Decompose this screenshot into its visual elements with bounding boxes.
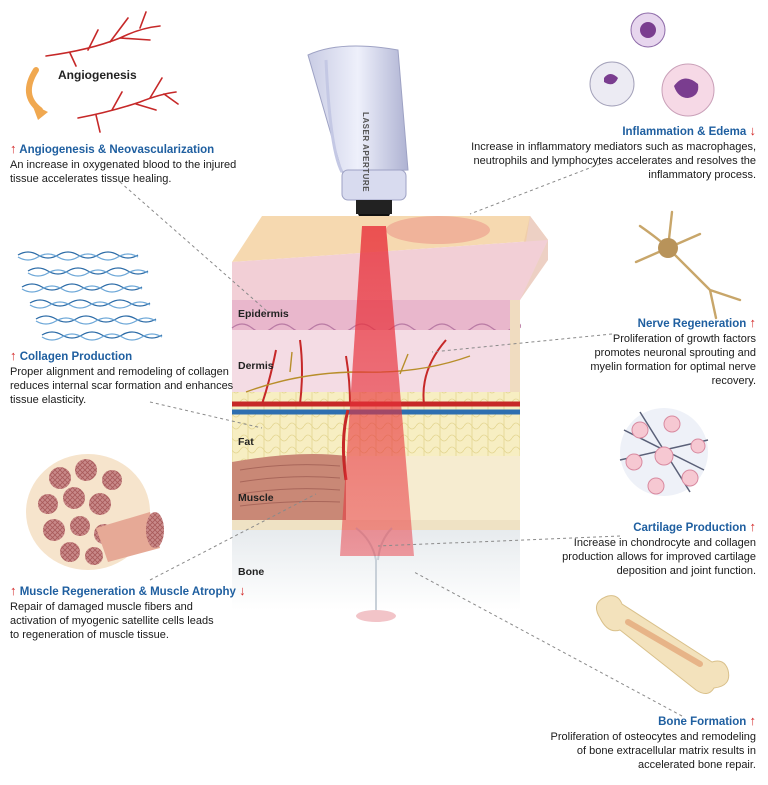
bone-icon: [595, 595, 730, 694]
effect-title: Nerve Regeneration: [637, 318, 747, 330]
effect-cartilage: Cartilage Production ↑ Increase in chond…: [560, 520, 756, 578]
effect-description: Increase in chondrocyte and collagen pro…: [562, 537, 756, 577]
up-arrow-icon: ↑: [749, 519, 757, 534]
up-arrow-icon: ↑: [10, 141, 17, 156]
effect-title: Collagen Production: [19, 351, 133, 363]
effect-nerve: Nerve Regeneration ↑ Proliferation of gr…: [572, 316, 756, 388]
layer-label-bone: Bone: [238, 566, 265, 578]
effect-title: Angiogenesis & Neovascularization: [19, 144, 215, 156]
effect-inflammation: Inflammation & Edema ↓ Increase in infla…: [468, 124, 756, 182]
laser-beam: [340, 226, 414, 556]
laser-device-icon: [307, 45, 409, 226]
effect-description: Repair of damaged muscle fibers and acti…: [10, 601, 214, 641]
layer-label-dermis: Dermis: [238, 360, 274, 372]
angiogenesis-cycle-arrow-icon: [26, 67, 43, 113]
leader-lines: [119, 163, 683, 717]
layer-label-fat: Fat: [238, 436, 254, 448]
up-arrow-icon: ↑: [10, 583, 17, 598]
device-label: LASER APERTURE: [361, 112, 370, 193]
collagen-fibers-icon: [17, 251, 163, 341]
effect-title: Inflammation & Edema: [622, 126, 747, 138]
layer-label-epidermis: Epidermis: [238, 308, 289, 320]
cartilage-cells-icon: [619, 408, 709, 496]
effect-bone: Bone Formation ↑ Proliferation of osteoc…: [548, 714, 756, 772]
down-arrow-icon: ↓: [239, 583, 246, 598]
effect-collagen: ↑ Collagen Production Proper alignment a…: [10, 349, 250, 407]
effect-angiogenesis: ↑ Angiogenesis & Neovascularization An i…: [10, 142, 250, 186]
angiogenesis-label: Angiogenesis: [58, 68, 137, 82]
effect-description: An increase in oxygenated blood to the i…: [10, 159, 237, 185]
up-arrow-icon: ↑: [10, 348, 17, 363]
layer-label-muscle: Muscle: [238, 492, 274, 504]
effect-description: Proliferation of osteocytes and remodeli…: [550, 731, 756, 771]
down-arrow-icon: ↓: [749, 123, 757, 138]
effect-title: Bone Formation: [658, 716, 747, 728]
effect-description: Increase in inflammatory mediators such …: [471, 141, 756, 181]
neuron-icon: [634, 210, 742, 320]
effect-title: Cartilage Production: [633, 522, 747, 534]
immune-cells-icon: [589, 12, 715, 117]
up-arrow-icon: ↑: [749, 315, 757, 330]
effect-description: Proper alignment and remodeling of colla…: [10, 366, 234, 406]
effect-title: Muscle Regeneration & Muscle Atrophy: [19, 586, 236, 598]
angiogenesis-vessels-icon: [45, 11, 179, 133]
muscle-cross-section-icon: [26, 454, 164, 570]
up-arrow-icon: ↑: [749, 713, 757, 728]
effect-description: Proliferation of growth factors promotes…: [590, 333, 756, 387]
effect-muscle: ↑ Muscle Regeneration & Muscle Atrophy ↓…: [10, 583, 246, 642]
